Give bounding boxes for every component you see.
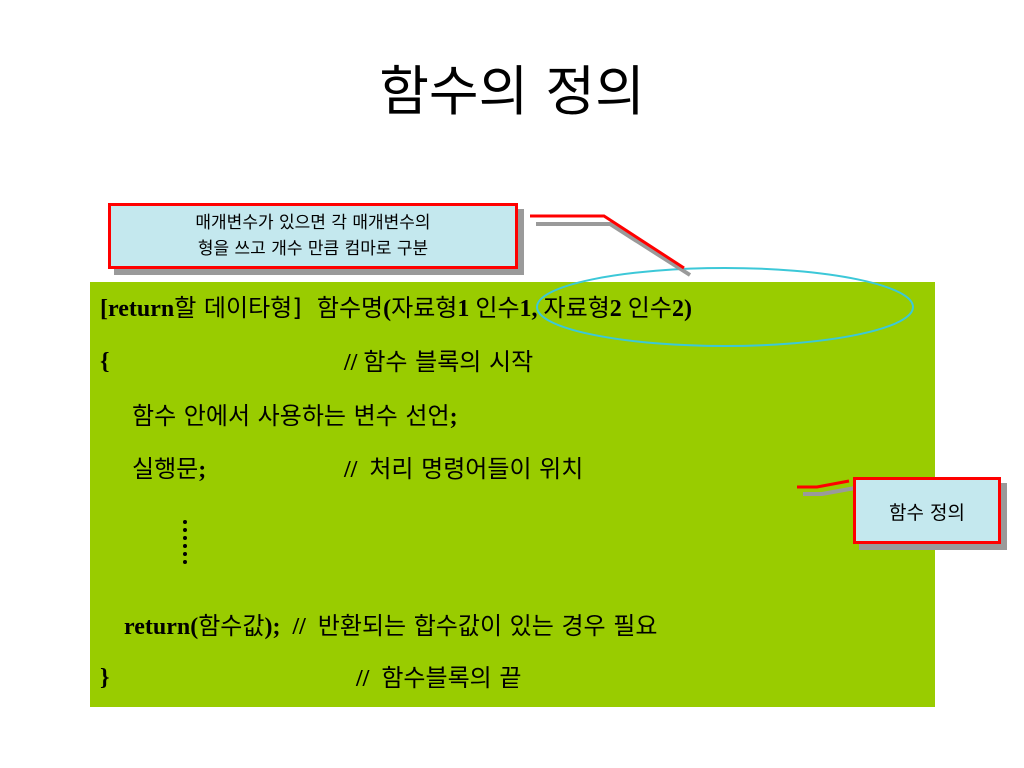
comment-slashes: // (344, 350, 364, 376)
code-close-brace: } (100, 665, 110, 691)
comment-text: 함수 블록의 시작 (363, 348, 534, 376)
callout-parameters: 매개변수가 있으면 각 매개변수의 형을 쓰고 개수 만큼 컴마로 구분 (108, 203, 518, 269)
code-comment-block-start: // 함수 블록의 시작 (344, 346, 533, 379)
code-comment-statements: // 처리 명령어들이 위치 (344, 453, 583, 486)
signature-num1: 1 (457, 296, 476, 322)
code-line-statements: 실행문; (132, 453, 206, 486)
callout-parameters-line2: 형을 쓰고 개수 만큼 컴마로 구분 (197, 239, 429, 259)
return-keyword: return( (124, 614, 199, 640)
signature-num1b: 1, (519, 296, 544, 322)
callout-params-connector-shadow (536, 222, 692, 277)
comment-slashes: // (344, 457, 370, 483)
callout-function-definition: 함수 정의 (853, 477, 1001, 544)
return-comment-text: 반환되는 합수값이 있는 경우 필요 (317, 612, 658, 640)
signature-arg2: 인수 (627, 294, 672, 322)
signature-arg1: 인수 (475, 294, 520, 322)
slide-title: 함수의 정의 (379, 60, 645, 123)
callout-params-connector (530, 214, 685, 270)
signature-type1: 자료형 (391, 294, 458, 322)
callout-definition-connector (797, 479, 850, 489)
callout-definition-connector-shadow (803, 486, 856, 496)
statements-semicolon: ; (198, 457, 207, 483)
code-block (90, 282, 935, 707)
code-open-brace: { (100, 349, 110, 375)
code-comment-block-end: // 함수블록의 끝 (356, 662, 521, 695)
declaration-semicolon: ; (449, 404, 458, 430)
signature-num2: 2 (609, 296, 628, 322)
callout-parameters-line1: 매개변수가 있으면 각 매개변수의 (195, 213, 431, 233)
code-line-return: return(함수값); // 반환되는 합수값이 있는 경우 필요 (124, 610, 657, 643)
declaration-text: 함수 안에서 사용하는 변수 선언 (132, 402, 450, 430)
return-after: ); // (264, 614, 318, 640)
signature-type2: 자료형 (543, 294, 610, 322)
comment-text: 함수블록의 끝 (381, 664, 522, 692)
code-line-variable-declaration: 함수 안에서 사용하는 변수 선언; (132, 400, 458, 433)
parameter-ellipse (536, 267, 914, 347)
comment-slashes: // (356, 666, 382, 692)
signature-paren: ( (383, 296, 392, 322)
signature-num2b: 2) (671, 296, 692, 322)
vertical-ellipsis (183, 520, 193, 564)
signature-bracket: [ (100, 296, 108, 322)
signature-return-type: 할 데이타형] 함수명 (174, 294, 384, 322)
return-value: 함수값 (198, 612, 265, 640)
comment-text: 처리 명령어들이 위치 (369, 455, 584, 483)
code-line-signature: [return할 데이타형] 함수명(자료형1 인수1, 자료형2 인수2) (100, 292, 692, 325)
statements-text: 실행문 (132, 455, 199, 483)
signature-return-keyword: return (108, 296, 175, 322)
